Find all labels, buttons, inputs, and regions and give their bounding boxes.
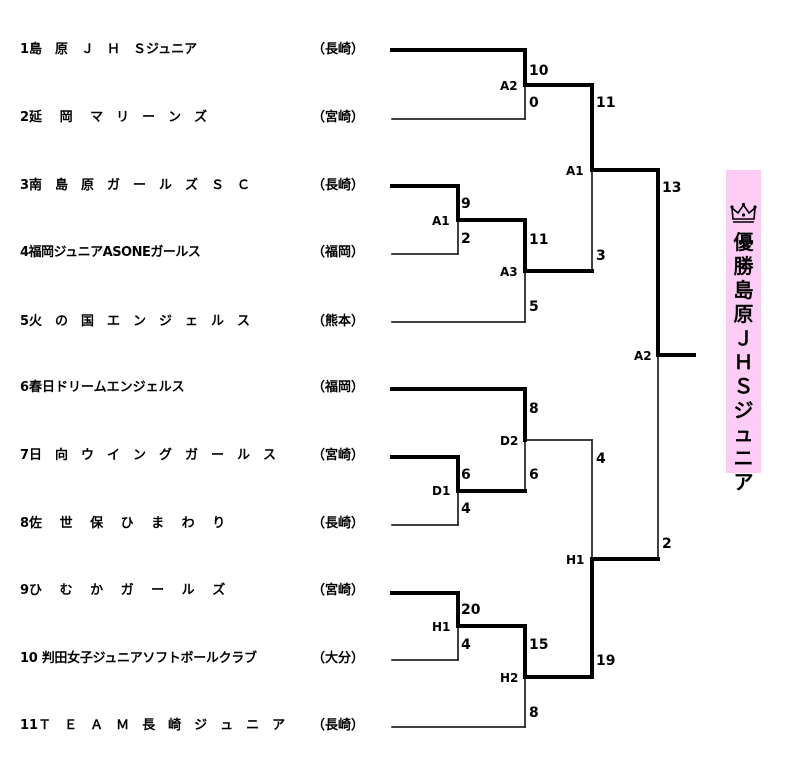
team-name: 3南 島 原 ガ ー ル ズ Ｓ Ｃ (20, 178, 251, 193)
match-score: 0 (529, 95, 539, 111)
team-prefecture: （宮崎） (312, 110, 365, 125)
champion-name: 優勝島原ＪＨＳジュニア (733, 230, 754, 494)
team-prefecture: （長崎） (312, 178, 365, 193)
match-label: A1 (566, 164, 584, 178)
team-entry: 5火 の 国 エ ン ジ ェ ル ス （熊本） (20, 312, 364, 332)
match-label: H2 (500, 671, 518, 685)
team-name: 2延 岡 マ リ ー ン ズ (20, 110, 208, 125)
match-score: 2 (461, 231, 471, 247)
match-label: A1 (432, 214, 450, 228)
match-score: 6 (529, 467, 539, 483)
team-prefecture: （福岡） (312, 380, 365, 395)
team-name: 9ひ む か ガ ー ル ズ (20, 583, 226, 598)
match-score: 11 (596, 95, 615, 111)
match-label: A2 (634, 349, 652, 363)
team-prefecture: （大分） (312, 651, 365, 666)
team-prefecture: （福岡） (312, 245, 365, 260)
match-score: 20 (461, 602, 481, 618)
team-entry: 4福岡ジュニアASONEガールス （福岡） (20, 243, 364, 263)
match-label: A2 (500, 79, 518, 93)
team-prefecture: （長崎） (312, 42, 365, 57)
team-name: 11Ｔ Ｅ Ａ Ｍ 長 崎 ジ ュ ニ ア (20, 718, 286, 733)
team-entry: 11Ｔ Ｅ Ａ Ｍ 長 崎 ジ ュ ニ ア （長崎） (20, 716, 364, 736)
match-score: 11 (529, 232, 548, 248)
team-prefecture: （宮崎） (312, 583, 365, 598)
team-prefecture: （熊本） (312, 314, 365, 329)
team-entry: 2延 岡 マ リ ー ン ズ （宮崎） (20, 108, 364, 128)
crown-icon (730, 202, 757, 223)
match-score: 6 (461, 467, 471, 483)
match-score: 4 (461, 637, 471, 653)
match-score: 2 (662, 536, 672, 552)
team-name: 6春日ドリームエンジェルス (20, 380, 185, 395)
match-label: D1 (432, 484, 450, 498)
team-entry: 10 判田女子ジュニアソフトボールクラブ （大分） (20, 649, 364, 669)
match-score: 4 (596, 451, 606, 467)
team-entry: 7日 向 ウ イ ン グ ガ ー ル ス （宮崎） (20, 446, 364, 466)
match-label: A3 (500, 265, 518, 279)
team-prefecture: （宮崎） (312, 448, 365, 463)
team-prefecture: （長崎） (312, 718, 365, 733)
match-score: 8 (529, 401, 539, 417)
team-name: 4福岡ジュニアASONEガールス (20, 245, 201, 260)
champion-banner: 優勝島原ＪＨＳジュニア (726, 170, 761, 494)
team-entry: 8佐 世 保 ひ ま わ り （長崎） (20, 514, 364, 534)
team-entry: 9ひ む か ガ ー ル ズ （宮崎） (20, 581, 364, 601)
match-label: H1 (432, 620, 450, 634)
match-score: 9 (461, 196, 471, 212)
match-score: 13 (662, 180, 681, 196)
match-score: 5 (529, 299, 539, 315)
match-score: 15 (529, 637, 548, 653)
match-score: 19 (596, 653, 615, 669)
match-label: H1 (566, 553, 584, 567)
team-entry: 6春日ドリームエンジェルス （福岡） (20, 378, 364, 398)
team-prefecture: （長崎） (312, 516, 365, 531)
team-name: 10 判田女子ジュニアソフトボールクラブ (20, 651, 257, 666)
team-entry: 1島 原 Ｊ Ｈ Ｓジュニア （長崎） (20, 40, 364, 60)
team-name: 1島 原 Ｊ Ｈ Ｓジュニア (20, 42, 198, 57)
match-score: 3 (596, 248, 606, 264)
match-score: 10 (529, 63, 549, 79)
match-label: D2 (500, 434, 518, 448)
team-name: 7日 向 ウ イ ン グ ガ ー ル ス (20, 448, 277, 463)
match-score: 4 (461, 501, 471, 517)
match-score: 8 (529, 705, 539, 721)
team-name: 8佐 世 保 ひ ま わ り (20, 516, 226, 531)
team-name: 5火 の 国 エ ン ジ ェ ル ス (20, 314, 251, 329)
team-entry: 3南 島 原 ガ ー ル ズ Ｓ Ｃ （長崎） (20, 176, 364, 196)
